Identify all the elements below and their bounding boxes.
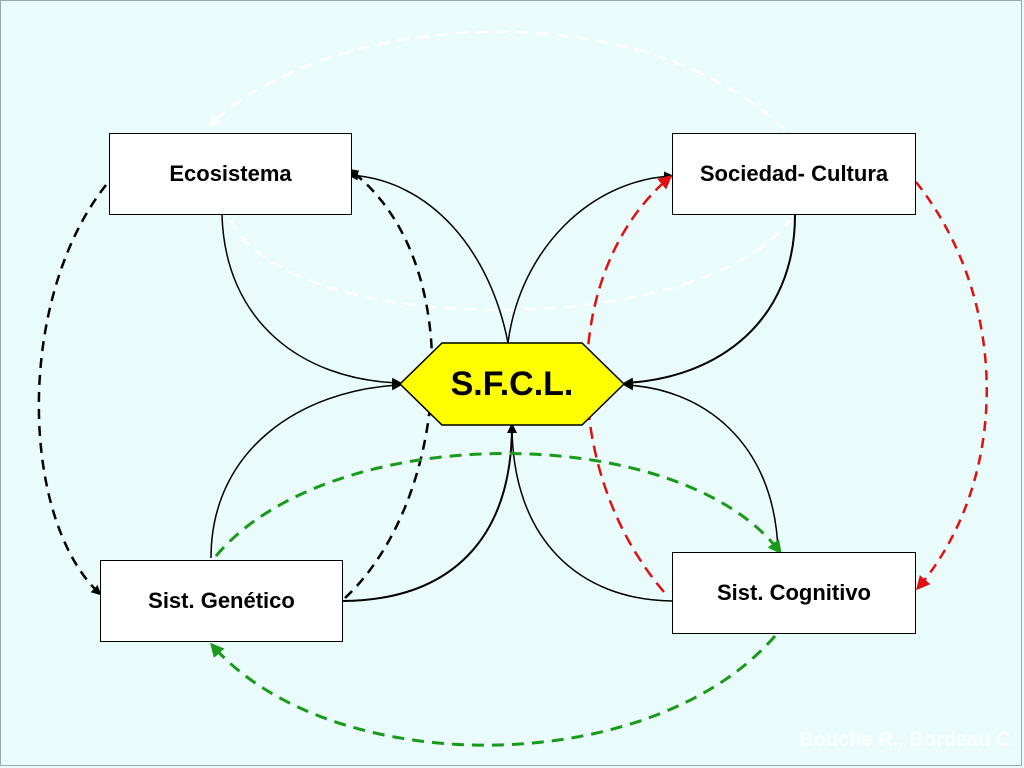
- red-dashed-soc-to-cog: [915, 181, 988, 591]
- arrow-cog-center-link: [623, 380, 779, 553]
- node-sist-cognitivo-label: Sist. Cognitivo: [717, 580, 871, 605]
- arrow-eco-to-center: [221, 214, 402, 388]
- node-sociedad-cultura-label: Sociedad- Cultura: [699, 161, 889, 186]
- arrow-center-to-soc: [507, 171, 674, 344]
- arrow-soc-to-center: [623, 214, 796, 388]
- arrow-gen-to-center: [210, 380, 402, 559]
- black-dashed-eco-to-gen: [37, 184, 107, 596]
- white-dashed-arc-lower: [228, 219, 791, 312]
- arrow-center-to-eco: [348, 170, 509, 344]
- center-node-text: S.F.C.L.: [450, 364, 574, 403]
- green-dashed-gen-to-cog: [214, 452, 782, 557]
- node-sociedad-cultura: Sociedad- Cultura: [672, 133, 916, 215]
- white-dashed-arc: [207, 30, 786, 131]
- center-node-label: S.F.C.L.: [400, 343, 624, 425]
- green-dashed-cog-to-gen: [210, 635, 777, 747]
- arrow-cog-to-center: [511, 424, 673, 602]
- center-hexagon: [398, 342, 626, 426]
- node-ecosistema: Ecosistema: [109, 133, 352, 215]
- node-sist-genetico: Sist. Genético: [100, 560, 343, 642]
- node-ecosistema-label: Ecosistema: [169, 161, 292, 186]
- author-credit: Bouche R., Bordeau C.: [799, 729, 1016, 751]
- node-sist-genetico-label: Sist. Genético: [148, 588, 295, 613]
- arrow-gen-center-link: [342, 423, 517, 602]
- node-sist-cognitivo: Sist. Cognitivo: [672, 552, 916, 634]
